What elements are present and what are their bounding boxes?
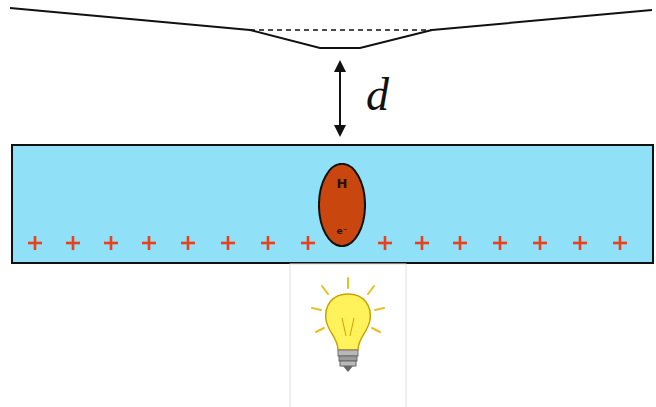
electron-symbol: e⁻ [337,227,348,237]
rest-position-line [250,29,432,31]
membrane-line [10,8,652,48]
atom-symbol: H [337,177,348,191]
arrow-head [334,60,346,72]
hydrogen-atom-oval: He⁻ [318,163,366,247]
light-bulb [312,278,384,372]
substrate-slab [12,145,653,263]
arrow-head [334,125,346,137]
distance-label: d [366,72,389,118]
distance-arrow [339,66,341,131]
bulb-frame [290,264,406,407]
